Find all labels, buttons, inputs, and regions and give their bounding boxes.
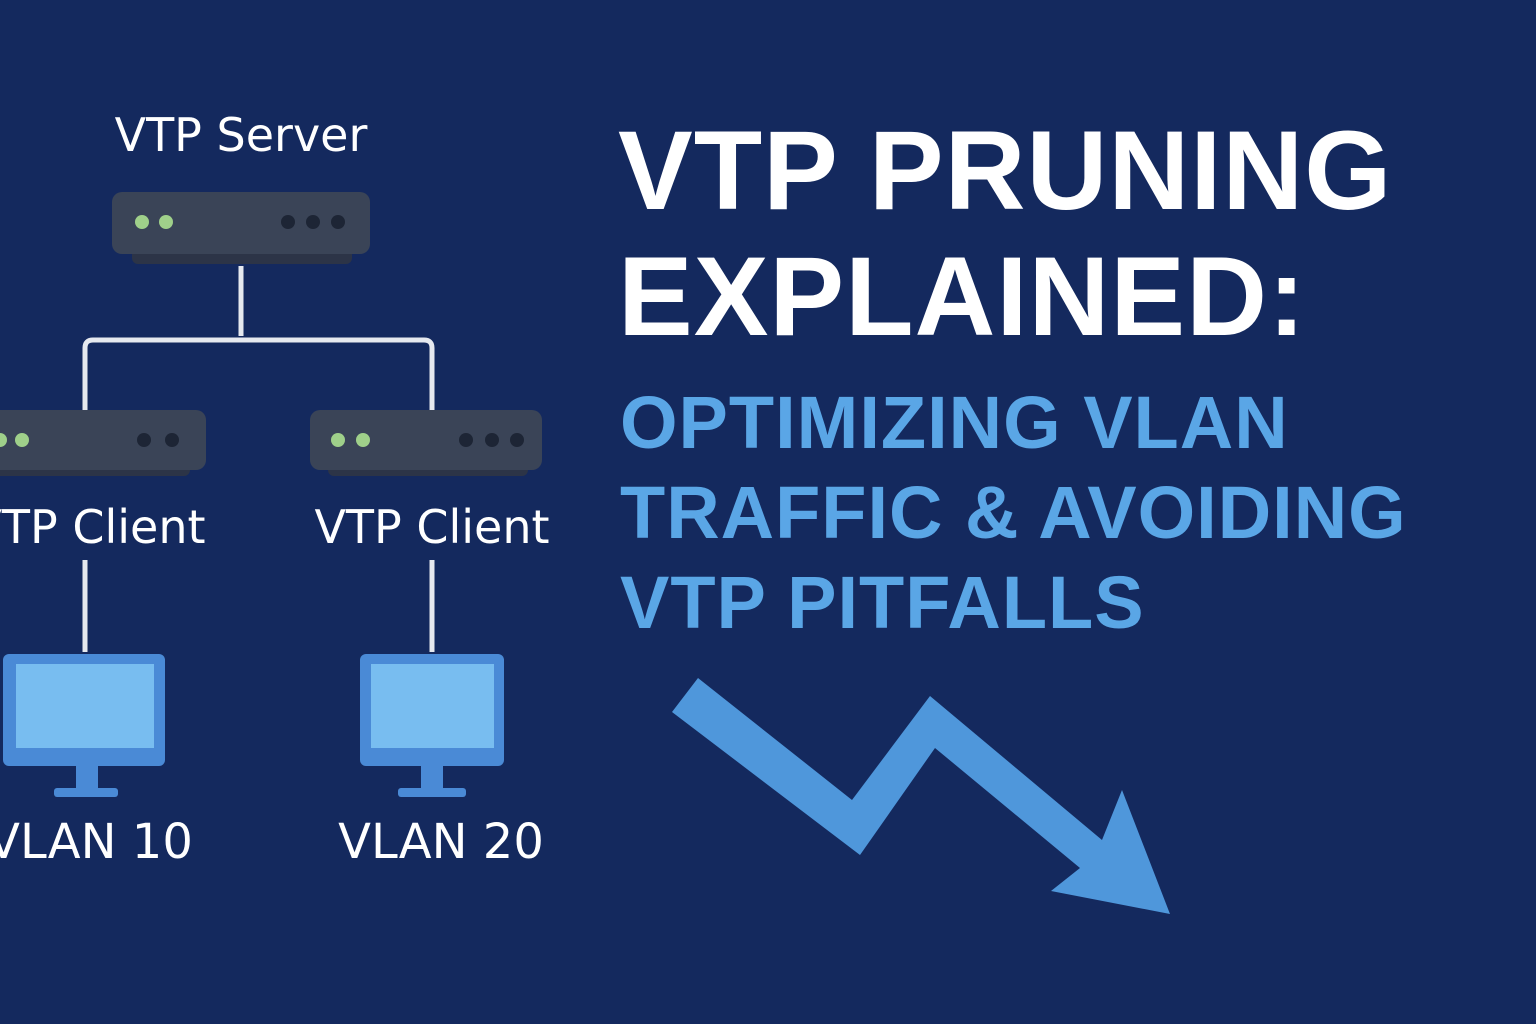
right-client-switch-icon <box>310 410 542 476</box>
left-client-switch-icon <box>0 410 206 476</box>
server-label: VTP Server <box>114 108 368 162</box>
right-client-label: VTP Client <box>314 500 550 554</box>
subtitle-line: TRAFFIC & AVOIDING <box>620 471 1407 554</box>
subtitle-line: VTP PITFALLS <box>620 561 1145 644</box>
title-line: VTP PRUNING <box>618 108 1393 233</box>
connector-lines <box>82 266 435 652</box>
headline-title: VTP PRUNING EXPLAINED: <box>618 108 1392 360</box>
right-vlan-label: VLAN 20 <box>338 814 544 870</box>
downward-zigzag-arrow-icon <box>672 678 1170 914</box>
server-switch-icon <box>112 192 370 264</box>
left-client-label: VTP Client <box>0 500 206 554</box>
title-line: EXPLAINED: <box>618 234 1307 359</box>
left-vlan-label: VLAN 10 <box>0 814 193 870</box>
headline-subtitle: OPTIMIZING VLAN TRAFFIC & AVOIDING VTP P… <box>620 378 1407 648</box>
client-branch-line <box>82 337 435 410</box>
left-host-monitor-icon <box>3 654 165 797</box>
right-host-monitor-icon <box>360 654 504 797</box>
subtitle-line: OPTIMIZING VLAN <box>620 381 1289 464</box>
